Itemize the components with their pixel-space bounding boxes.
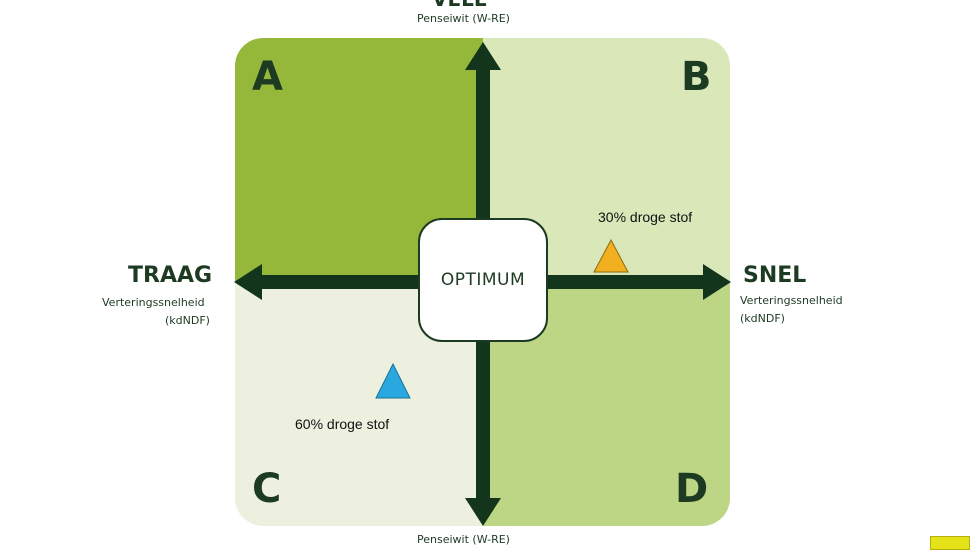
arrow-up-icon bbox=[465, 42, 501, 70]
right-axis-subtitle: Verteringssnelheid bbox=[740, 294, 843, 307]
quadrant-a-label: A bbox=[252, 54, 283, 100]
arrow-right-icon bbox=[703, 264, 731, 300]
quadrant-d-label: D bbox=[675, 466, 709, 512]
corner-badge bbox=[930, 536, 970, 550]
quadrant-c-label: C bbox=[252, 466, 282, 512]
left-axis-unit: (kdNDF) bbox=[165, 314, 210, 327]
dry-matter-60-triangle-icon bbox=[375, 362, 411, 399]
quadrant-b-label: B bbox=[681, 54, 712, 100]
optimum-label: OPTIMUM bbox=[440, 270, 526, 290]
dry-matter-30-label: 30% droge stof bbox=[598, 209, 693, 225]
dry-matter-30-triangle-icon bbox=[593, 238, 629, 273]
right-axis-title: SNEL bbox=[743, 263, 807, 288]
optimum-box: OPTIMUM bbox=[418, 218, 548, 342]
top-axis-subtitle: Penseiwit (W-RE) bbox=[417, 12, 510, 25]
top-axis-title: VELE bbox=[432, 0, 488, 11]
right-axis-unit: (kdNDF) bbox=[740, 312, 785, 325]
left-axis-subtitle: Verteringssnelheid bbox=[102, 296, 205, 309]
arrow-down-icon bbox=[465, 498, 501, 526]
arrow-left-icon bbox=[234, 264, 262, 300]
dry-matter-60-label: 60% droge stof bbox=[295, 416, 390, 432]
left-axis-title: TRAAG bbox=[128, 263, 213, 288]
bottom-axis-subtitle: Penseiwit (W-RE) bbox=[417, 533, 510, 546]
